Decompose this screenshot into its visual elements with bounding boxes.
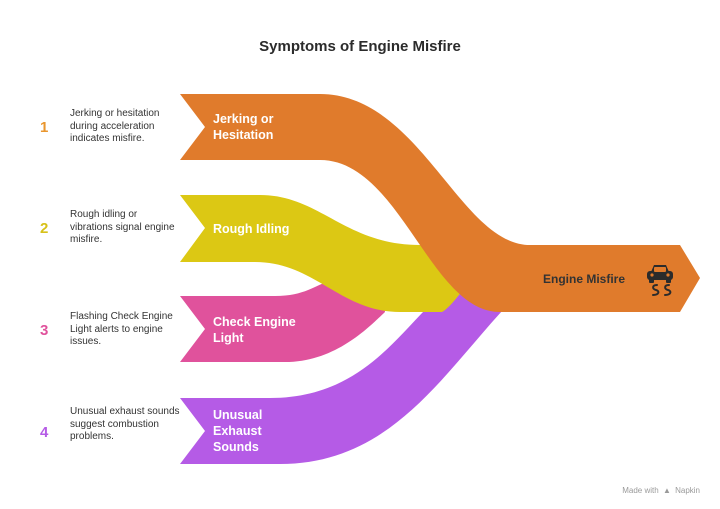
page-title: Symptoms of Engine Misfire [259, 38, 461, 55]
symptom-label-4: Unusual Exhaust Sounds [213, 407, 313, 455]
symptom-number-2: 2 [40, 220, 49, 237]
destination-label: Engine Misfire [543, 272, 626, 286]
symptom-number-4: 4 [40, 424, 49, 441]
car-skid-icon [647, 265, 673, 296]
symptom-label-3: Check Engine Light [213, 314, 313, 346]
credit-brand: Napkin [675, 486, 700, 495]
symptom-description-1: Jerking or hesitation during acceleratio… [70, 108, 160, 144]
symptom-label-1-line-1: Jerking or [213, 112, 274, 126]
symptom-description-2: Rough idling or vibrations signal engine… [70, 209, 175, 245]
symptom-label-4-line-3: Sounds [213, 440, 259, 454]
symptom-label-3-line-2: Light [213, 331, 244, 345]
symptom-number-3: 3 [40, 322, 49, 339]
band-jerking-or-hesitation [180, 94, 700, 312]
symptom-label-4-line-1: Unusual [213, 408, 263, 422]
symptom-description-3: Flashing Check Engine Light alerts to en… [70, 311, 173, 347]
symptom-description-4: Unusual exhaust sounds suggest combustio… [70, 406, 180, 442]
symptom-label-1: Jerking or Hesitation [213, 111, 313, 143]
symptom-label-4-line-2: Exhaust [213, 424, 262, 438]
band-rough-idling [180, 195, 468, 312]
credit: Made with ▲ Napkin [622, 486, 700, 495]
band-check-engine-light [180, 281, 385, 362]
napkin-logo-icon: ▲ [662, 486, 671, 495]
band-unusual-exhaust-sounds [180, 278, 526, 464]
symptom-number-1: 1 [40, 119, 49, 136]
symptom-label-2-line-1: Rough Idling [213, 222, 290, 236]
symptom-label-2: Rough Idling [213, 221, 313, 237]
credit-prefix: Made with [622, 486, 659, 495]
symptom-label-3-line-1: Check Engine [213, 315, 296, 329]
symptom-label-1-line-2: Hesitation [213, 128, 274, 142]
